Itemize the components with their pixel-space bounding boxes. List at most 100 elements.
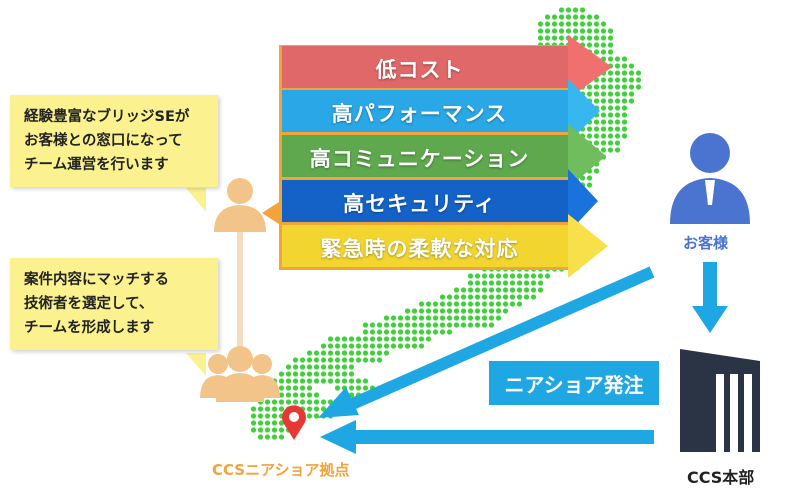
map-dot xyxy=(537,35,544,41)
map-dot xyxy=(341,357,348,363)
map-dot xyxy=(397,315,404,321)
map-dot xyxy=(593,168,600,174)
map-dot xyxy=(586,91,593,97)
map-dot xyxy=(411,308,418,314)
map-dot xyxy=(257,413,264,419)
map-dot xyxy=(313,392,320,398)
map-dot xyxy=(341,350,348,356)
map-dot xyxy=(383,315,390,321)
map-dot xyxy=(327,343,334,349)
map-dot xyxy=(502,308,509,314)
map-dot xyxy=(600,77,607,83)
map-dot xyxy=(404,329,411,335)
map-dot xyxy=(362,350,369,356)
map-dot xyxy=(621,112,628,118)
map-dot xyxy=(299,385,306,391)
bridge-se-person-icon xyxy=(214,178,266,232)
map-dot xyxy=(621,91,628,97)
map-dot xyxy=(474,308,481,314)
nearshore-base-label: CCSニアショア拠点 xyxy=(212,461,350,479)
map-dot xyxy=(390,343,397,349)
map-dot xyxy=(278,427,285,433)
map-dot xyxy=(607,70,614,76)
map-dot xyxy=(425,301,432,307)
map-dot xyxy=(292,371,299,377)
map-dot xyxy=(390,329,397,335)
map-dot xyxy=(250,413,257,419)
map-dot xyxy=(376,357,383,363)
map-dot xyxy=(586,84,593,90)
map-dot xyxy=(425,315,432,321)
map-dot xyxy=(418,315,425,321)
band-arrow-tip xyxy=(568,124,606,188)
map-dot xyxy=(376,350,383,356)
map-dot xyxy=(607,28,614,34)
customer-person-icon xyxy=(670,133,750,224)
map-dot xyxy=(299,399,306,405)
map-dot xyxy=(418,308,425,314)
map-dot xyxy=(523,273,530,279)
band-label-high-communication: 高コミュニケーション xyxy=(309,147,530,171)
map-dot xyxy=(320,364,327,370)
map-dot xyxy=(593,49,600,55)
map-dot xyxy=(320,371,327,377)
map-dot xyxy=(271,434,278,440)
map-dot xyxy=(362,336,369,342)
map-dot xyxy=(607,133,614,139)
map-dot xyxy=(313,378,320,384)
map-dot xyxy=(600,91,607,97)
map-dot xyxy=(292,399,299,405)
map-dot xyxy=(607,98,614,104)
map-dot xyxy=(271,406,278,412)
map-dot xyxy=(278,392,285,398)
map-dot xyxy=(481,280,488,286)
map-dot xyxy=(509,273,516,279)
map-dot xyxy=(446,294,453,300)
band-label-emergency-flexibility: 緊急時の柔軟な対応 xyxy=(320,237,519,261)
map-dot xyxy=(593,140,600,146)
map-dot xyxy=(439,308,446,314)
map-dot xyxy=(264,427,271,433)
map-dot xyxy=(579,28,586,34)
map-dot xyxy=(502,301,509,307)
map-dot xyxy=(369,357,376,363)
customer-to-hq-arrow xyxy=(692,262,728,333)
map-dot xyxy=(313,350,320,356)
map-dot xyxy=(579,7,586,13)
map-dot xyxy=(614,112,621,118)
map-dot xyxy=(593,28,600,34)
customer-label: お客様 xyxy=(683,234,729,252)
map-dot xyxy=(635,77,642,83)
map-dot xyxy=(614,84,621,90)
map-dot xyxy=(488,287,495,293)
map-dot xyxy=(460,287,467,293)
map-dot xyxy=(327,371,334,377)
map-dot xyxy=(362,343,369,349)
map-dot xyxy=(621,84,628,90)
map-dot xyxy=(614,126,621,132)
map-dot xyxy=(376,336,383,342)
map-dot xyxy=(383,336,390,342)
map-dot xyxy=(299,357,306,363)
map-dot xyxy=(614,70,621,76)
map-dot xyxy=(320,378,327,384)
map-dot xyxy=(586,14,593,20)
map-dot xyxy=(320,343,327,349)
map-dot xyxy=(383,322,390,328)
bubble-tail-bottom xyxy=(186,353,206,376)
map-dot xyxy=(593,126,600,132)
map-dot xyxy=(341,364,348,370)
map-dot xyxy=(460,315,467,321)
map-dot xyxy=(376,329,383,335)
map-dot xyxy=(341,343,348,349)
map-dot xyxy=(348,385,355,391)
map-dot xyxy=(334,343,341,349)
map-dot xyxy=(579,35,586,41)
map-dot xyxy=(362,385,369,391)
map-dot xyxy=(306,357,313,363)
band-arrow-tip xyxy=(568,214,608,278)
bubble-line: 案件内容にマッチする xyxy=(24,272,169,288)
map-dot xyxy=(411,322,418,328)
map-dot xyxy=(306,399,313,405)
